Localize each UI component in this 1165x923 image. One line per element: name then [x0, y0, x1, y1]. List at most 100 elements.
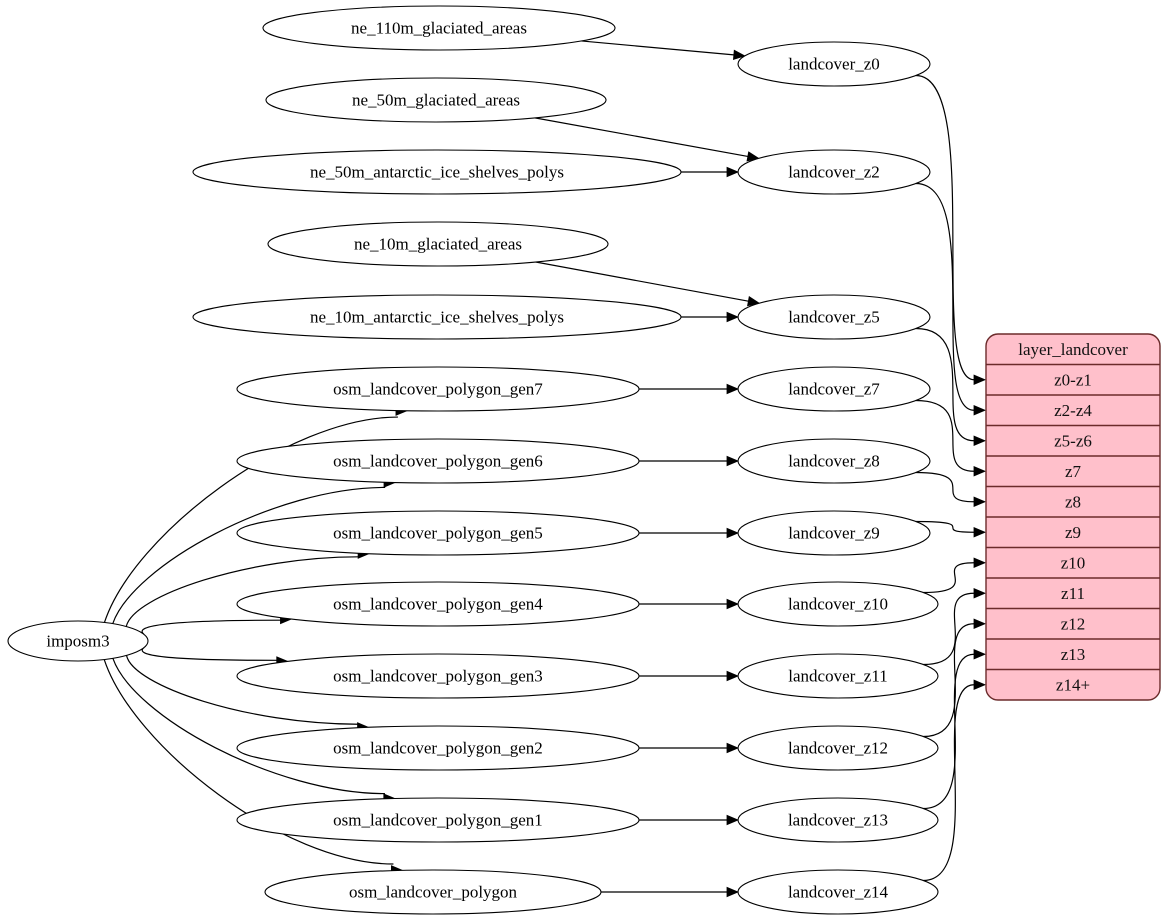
node-label-osm_landcover_polygon: osm_landcover_polygon	[349, 883, 518, 902]
osm-node-osm_landcover_polygon_gen1[interactable]: osm_landcover_polygon_gen1	[236, 797, 640, 843]
edge-imposm3-to-osm_landcover_polygon_gen5	[125, 556, 359, 627]
osm-node-osm_landcover_polygon_gen2[interactable]: osm_landcover_polygon_gen2	[236, 725, 640, 771]
node-label-osm_landcover_polygon_gen1: osm_landcover_polygon_gen1	[333, 811, 543, 830]
edge-imposm3-to-osm_landcover_polygon_gen7	[103, 416, 398, 623]
edge-landcover_z14-to-layer_landcover-z14+	[923, 684, 975, 882]
layer-table-row-z9[interactable]: z9	[1065, 523, 1081, 542]
arrowhead-layer_landcover-z9	[973, 527, 987, 538]
node-ellipse-shape	[236, 510, 640, 556]
node-label-landcover_z0: landcover_z0	[788, 55, 880, 74]
node-label-ne_110m_glaciated_areas: ne_110m_glaciated_areas	[351, 19, 527, 38]
node-label-landcover_z11: landcover_z11	[788, 667, 887, 686]
landcover-node-landcover_z13[interactable]: landcover_z13	[737, 797, 939, 843]
edge-imposm3-to-osm_landcover_polygon_gen3	[141, 646, 277, 661]
node-label-ne_10m_glaciated_areas: ne_10m_glaciated_areas	[354, 235, 522, 254]
node-label-osm_landcover_polygon_gen7: osm_landcover_polygon_gen7	[333, 380, 543, 399]
natural-earth-node-ne_10m_glaciated_areas[interactable]: ne_10m_glaciated_areas	[267, 221, 609, 267]
osm-node-osm_landcover_polygon[interactable]: osm_landcover_polygon	[264, 869, 602, 915]
osm-node-osm_landcover_polygon_gen6[interactable]: osm_landcover_polygon_gen6	[236, 438, 640, 484]
arrowhead-landcover_z9	[726, 527, 740, 539]
layer-table-row-z10[interactable]: z10	[1061, 553, 1086, 572]
node-ellipse-shape	[262, 5, 616, 51]
landcover-node-landcover_z7[interactable]: landcover_z7	[737, 366, 931, 412]
edge-ne_50m_glaciated_areas-to-landcover_z2	[534, 117, 748, 158]
edge-ne_110m_glaciated_areas-to-landcover_z0	[581, 40, 734, 56]
node-label-osm_landcover_polygon_gen4: osm_landcover_polygon_gen4	[333, 595, 543, 614]
node-label-ne_50m_antarctic_ice_shelves_polys: ne_50m_antarctic_ice_shelves_polys	[310, 163, 564, 182]
node-ellipse-shape	[737, 797, 939, 843]
arrowhead-layer_landcover-z7	[973, 466, 987, 477]
arrowhead-layer_landcover-z5-z6	[973, 435, 987, 446]
edge-imposm3-to-osm_landcover_polygon	[103, 659, 394, 865]
node-label-landcover_z9: landcover_z9	[788, 524, 880, 543]
node-label-landcover_z7: landcover_z7	[788, 380, 880, 399]
edge-landcover_z9-to-layer_landcover-z9	[915, 520, 975, 533]
layer-table-outline	[985, 333, 1161, 701]
layer-table-header: layer_landcover	[1018, 340, 1128, 359]
osm-node-osm_landcover_polygon_gen7[interactable]: osm_landcover_polygon_gen7	[236, 366, 640, 412]
layer-table-row-z11[interactable]: z11	[1061, 584, 1085, 603]
node-label-landcover_z8: landcover_z8	[788, 452, 880, 471]
landcover-node-landcover_z2[interactable]: landcover_z2	[737, 149, 931, 195]
node-ellipse-shape	[236, 581, 640, 627]
edge-landcover_z2-to-layer_landcover-z2-z4	[915, 182, 975, 411]
nodes-layer: imposm3 ne_110m_glaciated_areas ne_50m_gla…	[7, 5, 939, 915]
node-label-osm_landcover_polygon_gen3: osm_landcover_polygon_gen3	[333, 667, 543, 686]
landcover-node-landcover_z10[interactable]: landcover_z10	[737, 581, 939, 627]
natural-earth-node-ne_50m_antarctic_ice_shelves_polys[interactable]: ne_50m_antarctic_ice_shelves_polys	[192, 149, 682, 195]
arrowhead-layer_landcover-z0-z1	[973, 374, 987, 385]
edge-landcover_z11-to-layer_landcover-z11	[923, 592, 975, 666]
node-ellipse-shape	[737, 581, 939, 627]
node-ellipse-shape	[265, 77, 607, 123]
layer-table-row-z0-z1[interactable]: z0-z1	[1054, 370, 1092, 389]
layer-table-row-z7[interactable]: z7	[1065, 462, 1082, 481]
edge-imposm3-to-osm_landcover_polygon_gen1	[112, 658, 385, 795]
arrowhead-layer_landcover-z10	[973, 557, 987, 568]
arrowhead-landcover_z13	[726, 814, 740, 826]
layer-table-row-z14+[interactable]: z14+	[1056, 675, 1090, 694]
layer-table-row-z2-z4[interactable]: z2-z4	[1054, 401, 1092, 420]
landcover-node-landcover_z8[interactable]: landcover_z8	[737, 438, 931, 484]
arrowhead-landcover_z2	[726, 166, 740, 178]
edge-imposm3-to-osm_landcover_polygon_gen2	[125, 655, 358, 725]
source-node-imposm3[interactable]: imposm3	[7, 620, 149, 662]
layer-table-row-z12[interactable]: z12	[1061, 614, 1086, 633]
layer-table-row-z5-z6[interactable]: z5-z6	[1054, 431, 1092, 450]
osm-node-osm_landcover_polygon_gen3[interactable]: osm_landcover_polygon_gen3	[236, 653, 640, 699]
natural-earth-node-ne_110m_glaciated_areas[interactable]: ne_110m_glaciated_areas	[262, 5, 616, 51]
natural-earth-node-ne_50m_glaciated_areas[interactable]: ne_50m_glaciated_areas	[265, 77, 607, 123]
osm-node-osm_landcover_polygon_gen5[interactable]: osm_landcover_polygon_gen5	[236, 510, 640, 556]
node-label-osm_landcover_polygon_gen2: osm_landcover_polygon_gen2	[333, 739, 543, 758]
edge-landcover_z5-to-layer_landcover-z5-z6	[915, 327, 975, 442]
node-label-ne_10m_antarctic_ice_shelves_polys: ne_10m_antarctic_ice_shelves_polys	[310, 308, 564, 327]
node-ellipse-shape	[236, 438, 640, 484]
node-label-landcover_z13: landcover_z13	[788, 811, 888, 830]
node-ellipse-shape	[267, 221, 609, 267]
layer-table[interactable]: layer_landcover z0-z1 z2-z4 z5-z6 z7 z8 z9 z10 z…	[985, 333, 1161, 701]
arrowhead-landcover_z14	[726, 886, 740, 898]
arrowhead-landcover_z7	[726, 383, 740, 395]
arrowhead-landcover_z12	[726, 742, 740, 754]
landcover-node-landcover_z5[interactable]: landcover_z5	[737, 294, 931, 340]
edge-landcover_z10-to-layer_landcover-z10	[923, 562, 975, 594]
landcover-node-landcover_z0[interactable]: landcover_z0	[737, 41, 931, 87]
node-ellipse-shape	[7, 620, 149, 662]
node-label-landcover_z5: landcover_z5	[788, 308, 880, 327]
landcover-node-landcover_z11[interactable]: landcover_z11	[737, 653, 939, 699]
landcover-node-landcover_z9[interactable]: landcover_z9	[737, 510, 931, 556]
natural-earth-node-ne_10m_antarctic_ice_shelves_polys[interactable]: ne_10m_antarctic_ice_shelves_polys	[192, 294, 682, 340]
layer-table-row-z13[interactable]: z13	[1061, 645, 1086, 664]
edge-landcover_z0-to-layer_landcover-z0-z1	[915, 74, 975, 381]
landcover-node-landcover_z14[interactable]: landcover_z14	[737, 869, 939, 915]
layer-table-row-z8[interactable]: z8	[1065, 492, 1081, 511]
edge-landcover_z7-to-layer_landcover-z7	[915, 399, 975, 472]
osm-node-osm_landcover_polygon_gen4[interactable]: osm_landcover_polygon_gen4	[236, 581, 640, 627]
arrowhead-landcover_z5	[726, 311, 740, 323]
node-ellipse-shape	[236, 366, 640, 412]
node-ellipse-shape	[236, 725, 640, 771]
landcover-node-landcover_z12[interactable]: landcover_z12	[737, 725, 939, 771]
arrowhead-layer_landcover-z2-z4	[973, 405, 987, 416]
node-label-landcover_z2: landcover_z2	[788, 163, 880, 182]
edge-imposm3-to-osm_landcover_polygon_gen6	[112, 486, 386, 624]
